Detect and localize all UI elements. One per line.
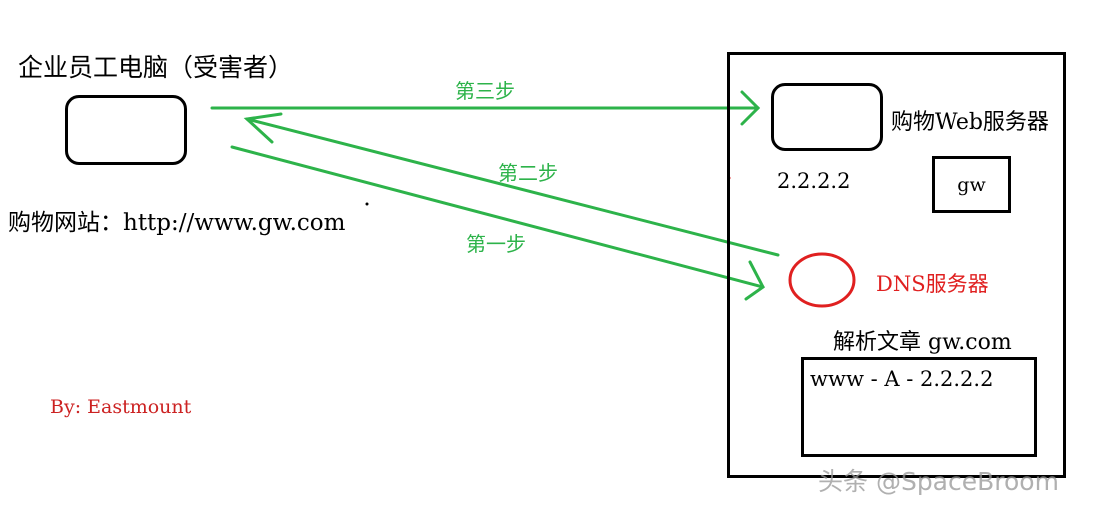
author-credit: By: Eastmount (50, 396, 192, 418)
dns-server-circle (788, 252, 856, 308)
watermark: 头条 @SpaceBroom (818, 467, 1059, 496)
step3-arrow (210, 90, 761, 126)
zone-record-box (801, 357, 1037, 457)
stray-dot (365, 202, 369, 206)
step3-label: 第三步 (455, 79, 515, 103)
gw-box: gw (932, 156, 1011, 213)
gw-box-text: gw (957, 173, 986, 196)
step2-label: 第二步 (498, 161, 558, 185)
victim-computer (65, 95, 187, 165)
step2-arrow (243, 112, 780, 257)
web-server-label: 购物Web服务器 (891, 110, 1049, 135)
step1-arrow (230, 145, 765, 301)
zone-title: 解析文章 gw.com (833, 330, 1012, 355)
web-server-ip: 2.2.2.2 (777, 169, 851, 193)
web-server-box (771, 83, 883, 151)
shopping-site-label: 购物网站：http://www.gw.com (8, 210, 346, 236)
dns-record: www - A - 2.2.2.2 (810, 367, 994, 391)
dns-server-label: DNS服务器 (876, 272, 989, 296)
server-area-frame (727, 52, 1066, 478)
step1-label: 第一步 (466, 232, 526, 256)
victim-title: 企业员工电脑（受害者） (18, 53, 294, 82)
